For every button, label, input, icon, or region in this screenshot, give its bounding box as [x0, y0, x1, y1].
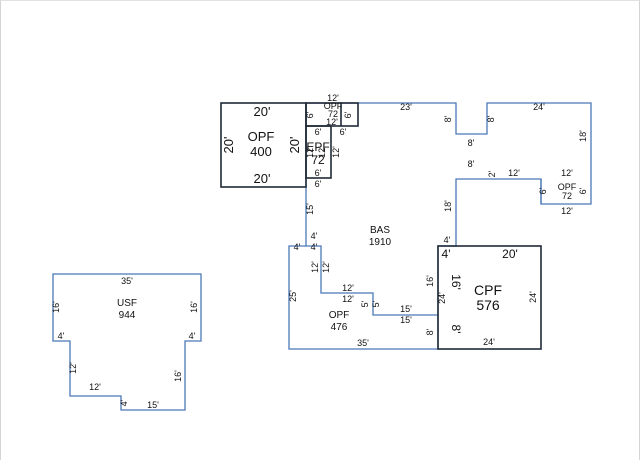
opf-400-code: OPF: [248, 129, 275, 144]
cpf-code: CPF: [474, 282, 502, 298]
epf-72-outline: [305, 125, 332, 179]
dim-label: 2': [487, 170, 497, 177]
dim-label: 12': [321, 261, 331, 273]
dim-label: 15': [147, 400, 159, 410]
dim-label: 35': [121, 276, 133, 286]
dim-label: 8': [486, 115, 496, 122]
dim-label: 5': [371, 300, 381, 307]
dim-label: 12': [310, 261, 320, 273]
dim-label: 4': [294, 242, 301, 252]
dim-label: 12': [89, 382, 101, 392]
dim-label: 12': [327, 93, 339, 103]
dim-label: 8': [443, 115, 453, 122]
dim-label: 20': [221, 137, 236, 154]
dim-label: 4': [58, 331, 65, 341]
dim-label: 6': [315, 127, 322, 137]
dim-label: 24': [528, 291, 538, 303]
epf-72-code: EPF: [306, 140, 329, 154]
dim-label: 12': [342, 294, 354, 304]
dim-label: 20': [287, 137, 302, 154]
dim-label: 35': [357, 338, 369, 348]
dim-label: 8': [468, 138, 475, 148]
dim-label: 23': [400, 102, 412, 112]
dim-label: 12': [317, 146, 327, 158]
dim-label: 4': [442, 247, 451, 261]
dim-label: 6': [578, 187, 588, 194]
dim-label: 12': [561, 168, 573, 178]
dim-label: 4': [444, 235, 451, 245]
opf-72-right-code: OPF: [558, 182, 577, 192]
opf-400-size: 400: [250, 144, 272, 159]
dim-label: 16': [425, 275, 435, 287]
dim-label: 8': [468, 159, 475, 169]
dim-label: 6': [305, 111, 315, 118]
dim-label: 24': [483, 337, 495, 347]
usf-code: USF: [117, 298, 137, 309]
dim-label: 6': [315, 168, 322, 178]
cpf-size: 576: [476, 297, 500, 313]
dim-label: 4': [311, 242, 318, 252]
dim-label: 6': [340, 127, 347, 137]
dim-label: 6': [315, 179, 322, 189]
dim-label: 4': [311, 231, 318, 241]
bas-outline: [305, 102, 592, 316]
usf-outline: [52, 273, 202, 411]
dim-label: 25': [288, 290, 298, 302]
dim-label: 16': [51, 301, 61, 313]
dim-label: 12': [326, 117, 338, 127]
dim-label: 18': [578, 130, 588, 142]
dim-label: 16': [449, 274, 463, 290]
dim-label: 12': [342, 283, 354, 293]
dim-label: 24': [533, 102, 545, 112]
dim-label: 6': [343, 111, 353, 118]
dim-label: 20': [502, 247, 518, 261]
dim-label: 4': [119, 399, 129, 406]
dim-label: 8': [425, 328, 435, 335]
dim-label: 20': [254, 171, 271, 186]
dim-label: 4': [189, 331, 196, 341]
dim-label: 12': [331, 146, 341, 158]
dim-label: 6': [538, 187, 548, 194]
dim-label: 12': [305, 146, 315, 158]
dim-label: 5': [360, 300, 370, 307]
dim-label: 24': [437, 292, 447, 304]
dim-label: 12': [68, 362, 78, 374]
bas-size: 1910: [369, 237, 392, 248]
bas-code: BAS: [370, 225, 390, 236]
dim-label: 16': [173, 370, 183, 382]
dim-label: 15': [400, 315, 412, 325]
opf-72-top-code: OPF: [324, 101, 343, 111]
dim-label: 8': [449, 325, 463, 334]
opf-476-size: 476: [331, 322, 348, 333]
opf-476-code: OPF: [329, 310, 350, 321]
dim-label: 15': [305, 203, 315, 215]
dim-label: 18': [443, 200, 453, 212]
dim-label: 16': [189, 301, 199, 313]
opf-72-top-size: 72: [328, 109, 338, 119]
dim-label: 12': [508, 168, 520, 178]
cpf-576-outline: [437, 245, 542, 350]
dim-label: 20': [254, 104, 271, 119]
dim-label: 15': [400, 304, 412, 314]
dim-label: 12': [561, 206, 573, 216]
usf-size: 944: [119, 310, 136, 321]
opf-72-right-size: 72: [562, 191, 572, 201]
epf-72-size: 72: [311, 153, 325, 167]
